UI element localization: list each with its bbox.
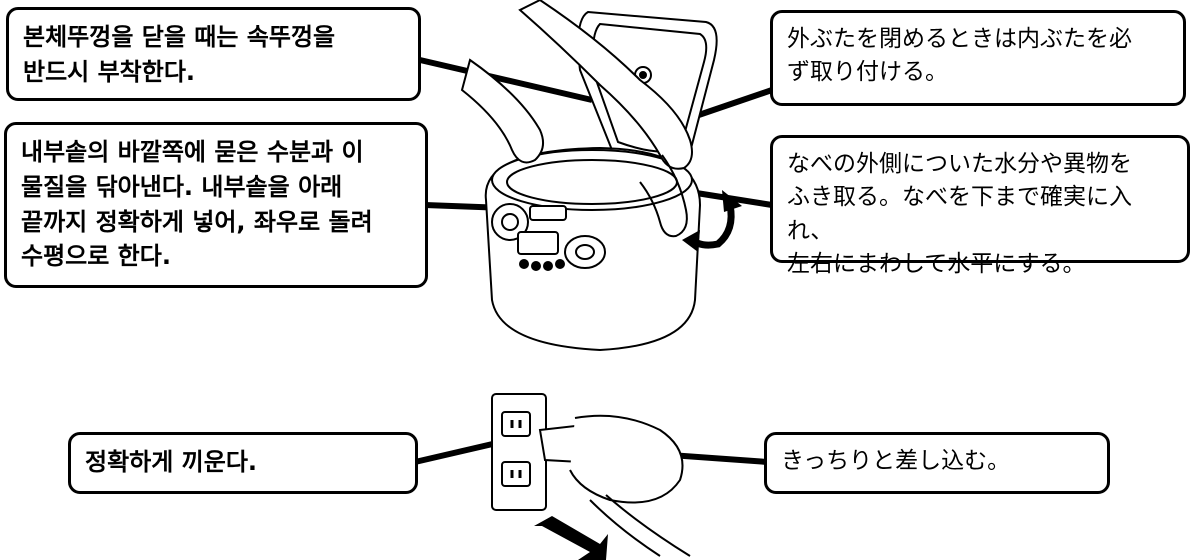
top-buttons [529, 205, 567, 221]
leader-line-lid-ja [689, 87, 773, 121]
callout-text: なべの外側についた水分や異物を ふき取る。なべを下まで確実に入れ、 左右にまわし… [787, 151, 1132, 278]
callout-pot-ko: 내부솥의 바깥쪽에 묻은 수분과 이 물질을 닦아낸다. 내부솥을 아래 끝까지… [4, 122, 428, 288]
callout-plug-ja: きっちりと差し込む。 [764, 432, 1110, 494]
left-hand [460, 58, 545, 164]
display-panel [517, 231, 559, 255]
callout-text: きっちりと差し込む。 [781, 448, 1011, 474]
hands-drawing [460, 0, 693, 238]
plug-hand [569, 414, 684, 504]
callout-pot-ja: なべの外側についた水分や異物を ふき取る。なべを下まで確実に入れ、 左右にまわし… [770, 135, 1190, 277]
callout-text: 본체뚜껑을 닫을 때는 속뚜껑을 반드시 부착한다. [23, 23, 336, 86]
right-hand [518, 0, 693, 170]
push-arrow [534, 516, 608, 560]
callout-text: 정확하게 끼운다. [85, 448, 258, 476]
callout-lid-ja: 外ぶたを閉めるときは内ぶたを必 ず取り付ける。 [770, 10, 1186, 106]
left-dial [491, 203, 529, 241]
outlet-drawing [491, 393, 691, 557]
callout-text: 外ぶたを閉めるときは内ぶたを必 ず取り付ける。 [787, 26, 1132, 86]
right-dial [564, 235, 606, 269]
callout-plug-ko: 정확하게 끼운다. [68, 432, 418, 494]
callout-text: 내부솥의 바깥쪽에 묻은 수분과 이 물질을 닦아낸다. 내부솥을 아래 끝까지… [21, 138, 373, 271]
rotate-arrow [682, 190, 742, 252]
leader-line-lid-ko [419, 57, 593, 103]
callout-lid-ko: 본체뚜껑을 닫을 때는 속뚜껑을 반드시 부착한다. [6, 7, 421, 101]
